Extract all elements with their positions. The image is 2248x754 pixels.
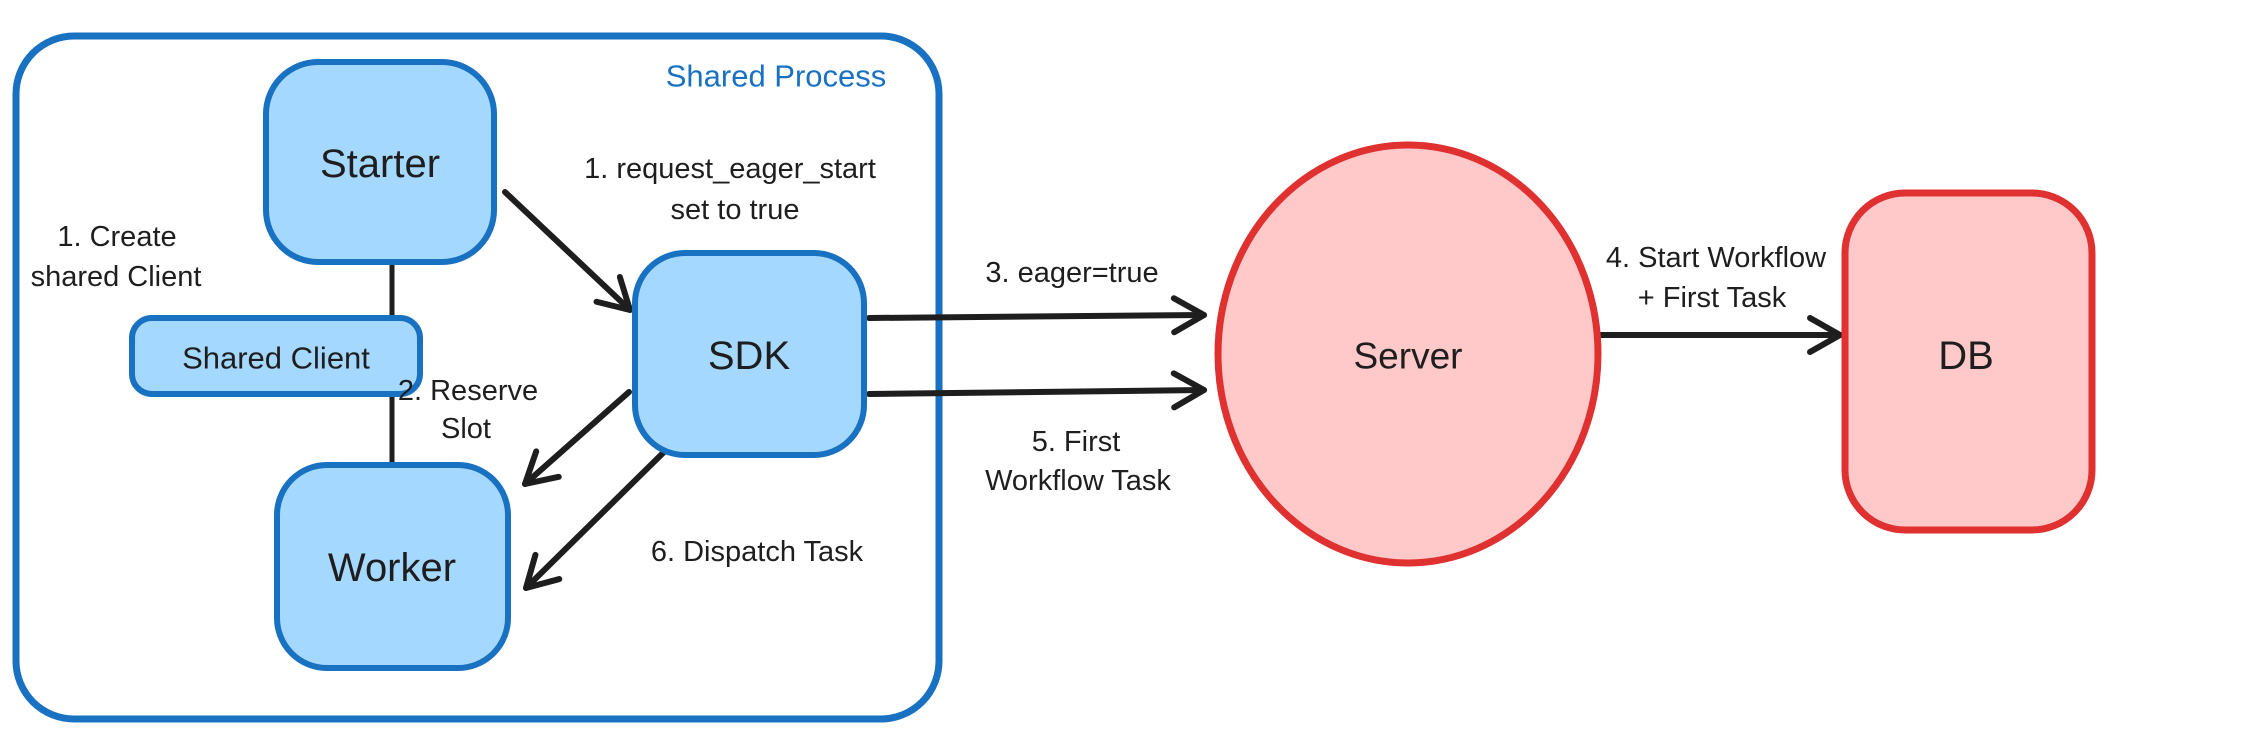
annotation-start-workflow-line1: 4. Start Workflow [1606, 242, 1827, 274]
worker-label: Worker [328, 546, 456, 590]
edge-first-workflow-task [866, 370, 1207, 411]
edge-request-eager-start [502, 189, 633, 313]
annotation-first-workflow-task-line2: Workflow Task [985, 465, 1171, 497]
shared-process-label: Shared Process [666, 59, 887, 94]
server-node: Server [1214, 141, 1602, 567]
annotation-first-workflow-task-line1: 5. First [1032, 426, 1121, 458]
annotation-eager-true: 3. eager=true [985, 257, 1158, 289]
shared-process-outline [12, 32, 943, 723]
annotation-start-workflow: 4. Start Workflow + First Task [1606, 242, 1827, 314]
annotation-request-eager-start: 1. request_eager_start set to true [584, 153, 876, 226]
edge-eager-true [866, 295, 1207, 336]
sdk-shape [632, 250, 867, 458]
db-node: DB [1841, 189, 2096, 534]
shared-client-node: Shared Client [129, 315, 423, 397]
starter-node: Starter [263, 59, 497, 265]
edge-reserve-slot [522, 389, 632, 487]
shared-process-container: Shared Process [12, 32, 943, 723]
annotation-create-client: 1. Create shared Client [31, 221, 202, 293]
server-shape [1214, 141, 1602, 567]
server-label: Server [1354, 336, 1463, 377]
sdk-label: SDK [708, 334, 791, 378]
annotation-dispatch-task-line1: 6. Dispatch Task [651, 536, 864, 568]
worker-shape [274, 462, 511, 671]
annotation-dispatch-task: 6. Dispatch Task [651, 536, 864, 568]
db-label: DB [1938, 334, 1994, 378]
annotation-reserve-slot-line1: 2. Reserve [398, 375, 538, 407]
db-shape [1841, 189, 2096, 534]
annotation-request-eager-start-line1: 1. request_eager_start [584, 153, 876, 185]
annotation-eager-true-line1: 3. eager=true [985, 257, 1158, 289]
worker-node: Worker [274, 462, 511, 671]
starter-label: Starter [320, 142, 440, 186]
edge-dispatch-task [523, 449, 667, 591]
shared-client-shape [129, 315, 423, 397]
annotation-reserve-slot-line2: Slot [441, 413, 491, 445]
annotation-reserve-slot: 2. Reserve Slot [398, 375, 538, 445]
starter-shape [263, 59, 497, 265]
annotation-create-client-line2: shared Client [31, 261, 202, 293]
annotation-start-workflow-line2: + First Task [1638, 282, 1787, 314]
annotation-first-workflow-task: 5. First Workflow Task [985, 426, 1171, 497]
annotation-request-eager-start-line2: set to true [671, 194, 800, 226]
shared-client-label: Shared Client [182, 341, 370, 376]
annotation-create-client-line1: 1. Create [57, 221, 176, 253]
sdk-node: SDK [632, 250, 867, 458]
